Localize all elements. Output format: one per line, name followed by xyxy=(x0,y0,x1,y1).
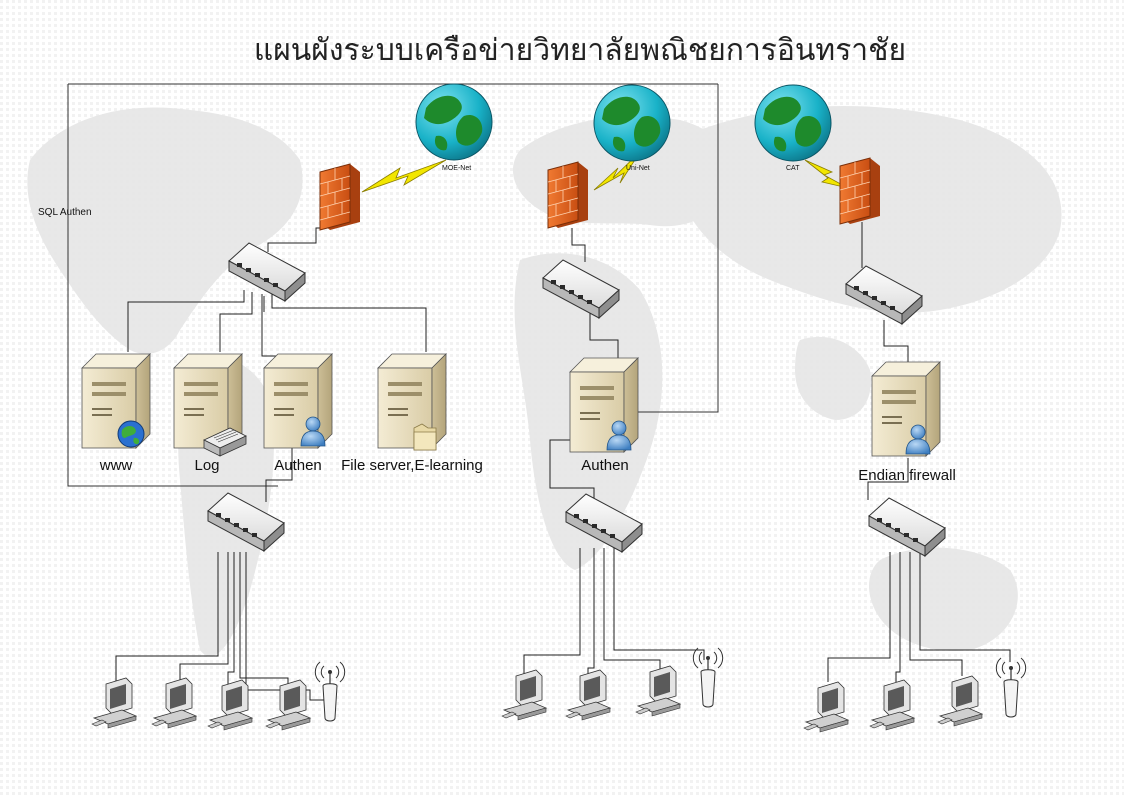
server-icon xyxy=(871,361,941,457)
workstation-icon xyxy=(803,681,850,733)
server-icon xyxy=(173,353,243,449)
moe-net-link xyxy=(361,159,447,193)
authen-label: Authen xyxy=(581,457,629,474)
uni-net-label: Uni-Net xyxy=(626,165,650,172)
workstation-icon xyxy=(635,665,682,717)
firewall-icon xyxy=(839,157,880,225)
workstation-icon xyxy=(91,677,138,729)
workstation-icon xyxy=(207,679,254,731)
switch-icon xyxy=(228,242,306,303)
authen-label: Authen xyxy=(274,457,322,474)
globe-icon xyxy=(415,83,493,161)
folder-icon xyxy=(413,423,437,451)
globe-icon xyxy=(754,84,832,162)
globe-icon xyxy=(593,84,671,162)
wireless-access-point-icon xyxy=(995,657,1027,718)
workstation-icon xyxy=(869,679,916,731)
workstation-icon xyxy=(265,679,312,731)
sql-authen-label: SQL Authen xyxy=(38,207,92,218)
workstation-icon xyxy=(501,669,548,721)
boundary-lines xyxy=(67,83,719,487)
globe-icon xyxy=(117,420,145,448)
cat-label: CAT xyxy=(786,165,800,172)
server-icon xyxy=(569,357,639,453)
wan-links xyxy=(361,151,849,193)
user-icon xyxy=(606,420,632,451)
page-title: แผนผังระบบเครือข่ายวิทยาลัยพณิชยการอินทร… xyxy=(254,33,906,68)
switch-icon xyxy=(868,497,946,558)
file-server-label: File server,E-learning xyxy=(341,457,483,474)
firewall-icon xyxy=(319,163,360,231)
switch-icon xyxy=(542,259,620,320)
switch-icon xyxy=(207,492,285,553)
log-label: Log xyxy=(194,457,219,474)
printer-icon xyxy=(203,427,247,457)
firewall-icon xyxy=(547,161,588,229)
www-label: www xyxy=(99,457,133,474)
user-icon xyxy=(300,416,326,447)
workstation-icon xyxy=(565,669,612,721)
endian-firewall-label: Endian firewall xyxy=(858,467,956,484)
moe-net-label: MOE-Net xyxy=(442,165,471,172)
switch-icon xyxy=(845,265,923,326)
switch-icon xyxy=(565,493,643,554)
workstation-icon xyxy=(937,675,984,727)
user-icon xyxy=(905,424,931,455)
wireless-access-point-icon xyxy=(692,647,724,708)
workstation-icon xyxy=(151,677,198,729)
wireless-access-point-icon xyxy=(314,661,346,722)
